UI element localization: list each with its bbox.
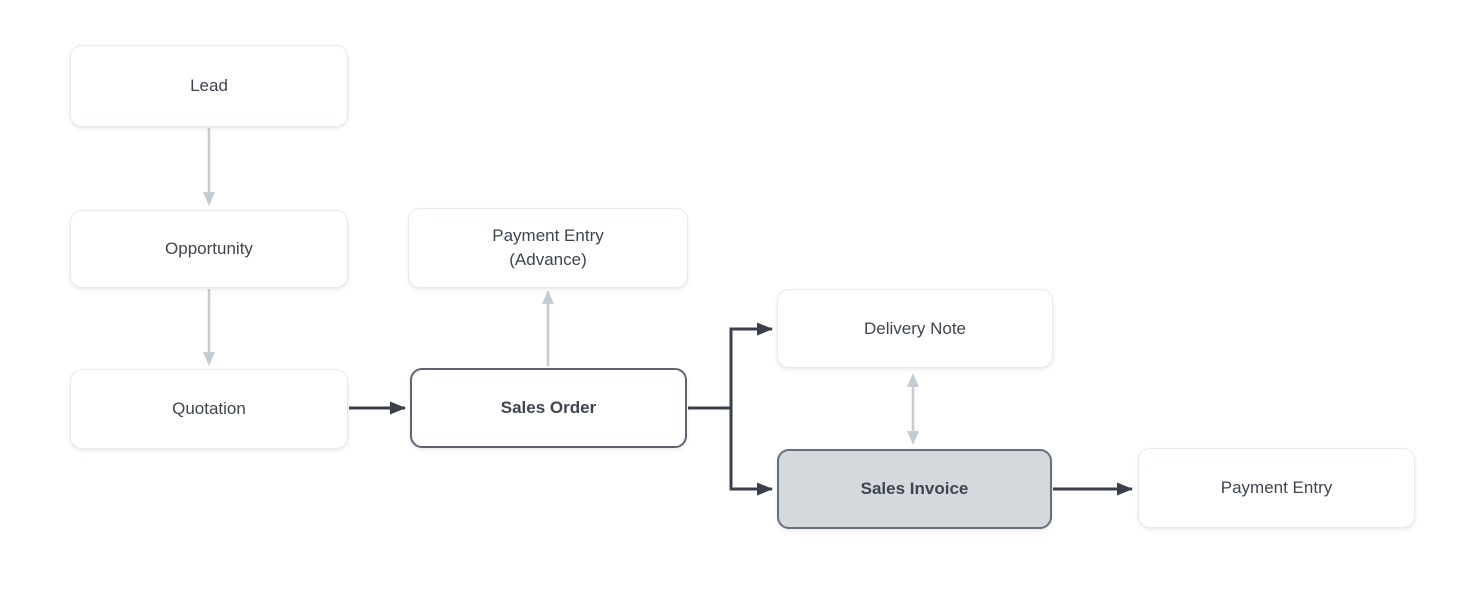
node-quotation: Quotation	[70, 369, 348, 449]
connector-salesorder-salesinvoice	[729, 408, 773, 496]
node-payment-entry: Payment Entry	[1138, 448, 1415, 528]
node-sales-invoice: Sales Invoice	[777, 449, 1052, 529]
node-opportunity: Opportunity	[70, 210, 348, 288]
node-sales-invoice-label: Sales Invoice	[860, 479, 969, 498]
node-delivery-note-label: Delivery Note	[863, 318, 967, 338]
node-sales-order: Sales Order	[410, 368, 687, 448]
node-sales-order-label: Sales Order	[500, 398, 597, 417]
node-lead-label: Lead	[190, 76, 228, 95]
node-payment-entry-advance: Payment Entry (Advance)	[408, 208, 688, 288]
connector-salesorder-deliverynote	[729, 322, 773, 408]
node-delivery-note: Delivery Note	[777, 289, 1053, 368]
node-lead: Lead	[70, 45, 348, 127]
node-payment-entry-advance-label: Payment Entry (Advance)	[492, 226, 604, 269]
node-opportunity-label: Opportunity	[165, 239, 253, 258]
node-payment-entry-label: Payment Entry	[1220, 478, 1333, 497]
node-quotation-label: Quotation	[172, 399, 246, 418]
